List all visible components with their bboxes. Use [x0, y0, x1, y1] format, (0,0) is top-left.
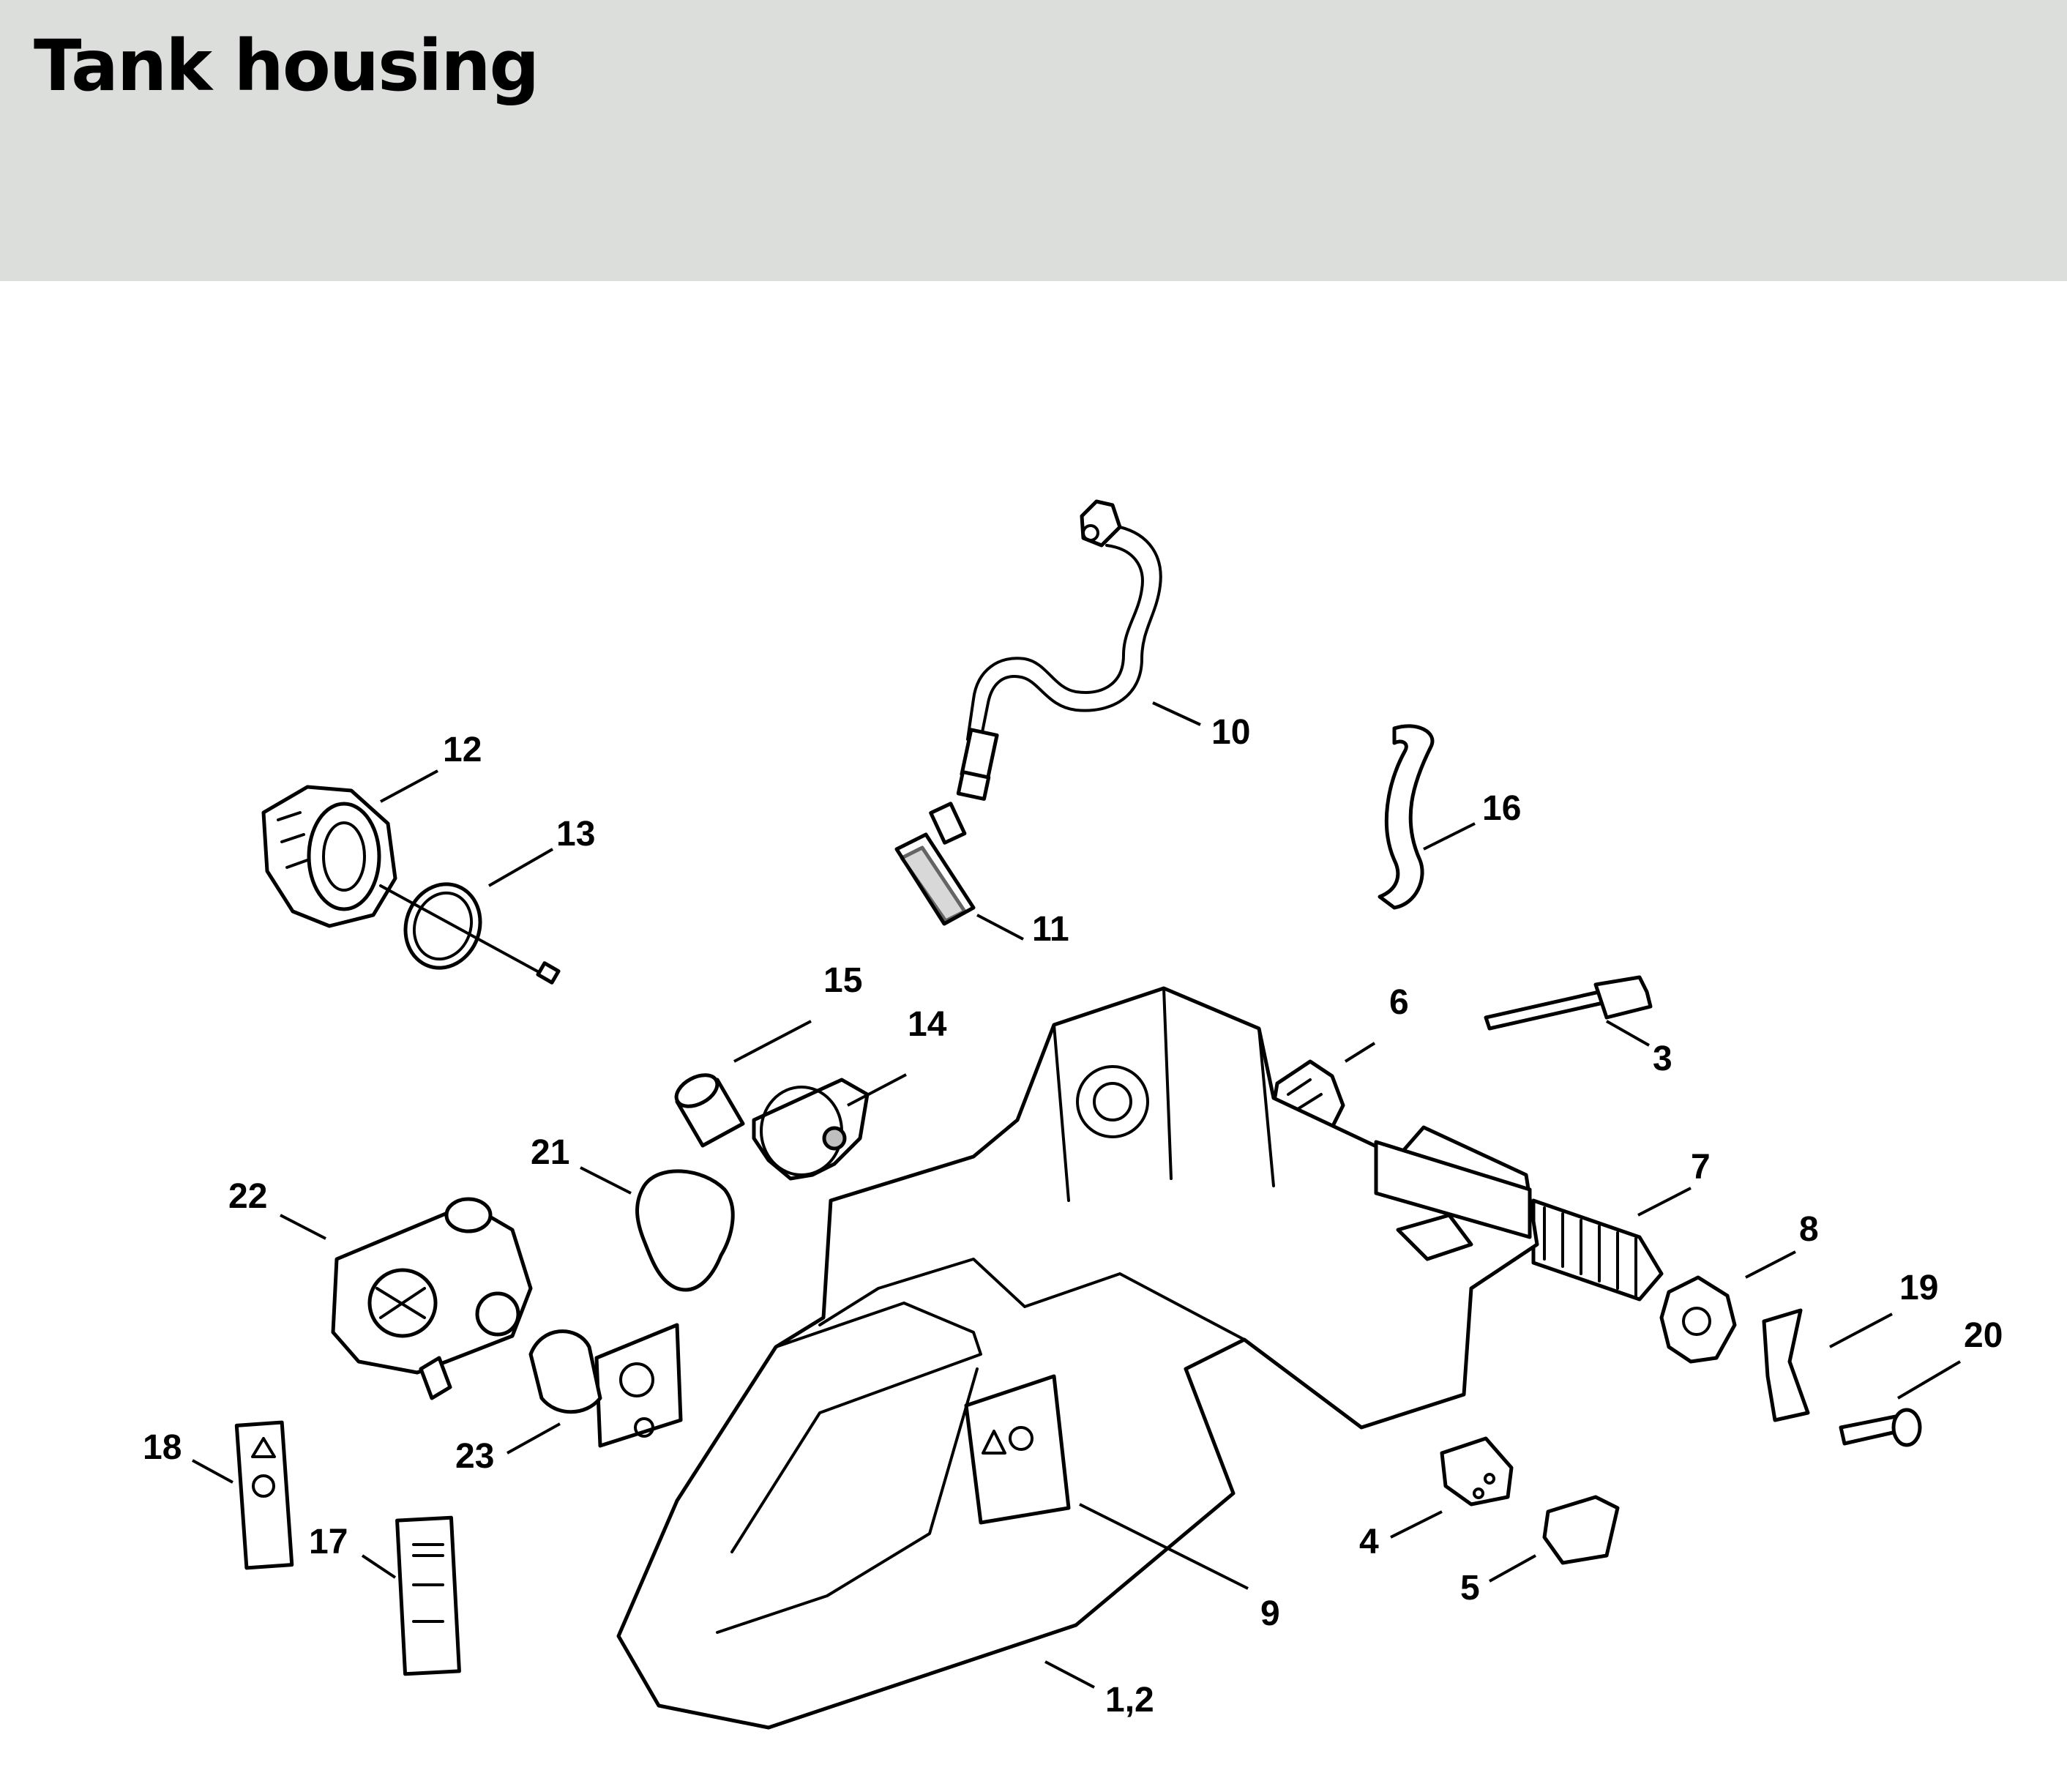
- fuel-filter-part[interactable]: [894, 802, 976, 926]
- callout-16: 16: [1482, 789, 1521, 828]
- cap-part[interactable]: [1542, 1495, 1620, 1565]
- callout-9: 9: [1260, 1594, 1280, 1633]
- callout-19: 19: [1899, 1269, 1938, 1307]
- oring-and-oil-hose-part[interactable]: [379, 873, 561, 985]
- callout-5: 5: [1460, 1569, 1480, 1608]
- callout-17: 17: [309, 1523, 348, 1561]
- tank-housing-part[interactable]: [616, 986, 1539, 1730]
- oil-pump-part[interactable]: [261, 785, 397, 928]
- callout-1-2: 1,2: [1105, 1681, 1154, 1720]
- page-title: Tank housing: [34, 25, 539, 107]
- gasket-part[interactable]: [635, 1169, 735, 1292]
- callout-3: 3: [1653, 1039, 1672, 1078]
- warning-label-18[interactable]: [234, 1420, 294, 1570]
- spring-part[interactable]: [1531, 1198, 1664, 1302]
- callout-21: 21: [531, 1133, 569, 1172]
- callout-10: 10: [1211, 713, 1250, 752]
- knob-part[interactable]: [1659, 1275, 1737, 1364]
- callout-14: 14: [908, 1005, 947, 1044]
- cover-part[interactable]: [752, 1078, 870, 1181]
- callout-8: 8: [1799, 1210, 1819, 1249]
- callout-15: 15: [823, 961, 862, 1000]
- intake-manifold-part[interactable]: [528, 1323, 683, 1448]
- callout-22: 22: [228, 1177, 267, 1216]
- fuel-hose-part[interactable]: [956, 499, 1162, 801]
- callout-23: 23: [455, 1437, 494, 1476]
- plate-part[interactable]: [1762, 1308, 1810, 1422]
- callout-labels: 10 12 13 16 11 15 14 6 3 21 22 7 8 19 20…: [143, 713, 2003, 1720]
- leader-lines: [192, 701, 1962, 1689]
- vent-tube-part[interactable]: [1378, 724, 1435, 910]
- callout-6: 6: [1389, 983, 1409, 1022]
- callout-20: 20: [1964, 1316, 2003, 1355]
- callout-7: 7: [1691, 1148, 1711, 1187]
- callout-4: 4: [1359, 1523, 1379, 1561]
- callout-11: 11: [1032, 910, 1069, 949]
- av-element-part[interactable]: [1440, 1436, 1514, 1507]
- callout-12: 12: [443, 731, 482, 769]
- warning-label-17[interactable]: [395, 1515, 461, 1676]
- callout-13: 13: [556, 815, 595, 854]
- sleeve-part[interactable]: [671, 1069, 745, 1148]
- callout-18: 18: [143, 1428, 182, 1467]
- title-banner: Tank housing: [0, 0, 2067, 281]
- carburetor-part[interactable]: [331, 1197, 533, 1400]
- screw-part[interactable]: [1484, 975, 1653, 1031]
- screw-20-part[interactable]: [1839, 1408, 1922, 1447]
